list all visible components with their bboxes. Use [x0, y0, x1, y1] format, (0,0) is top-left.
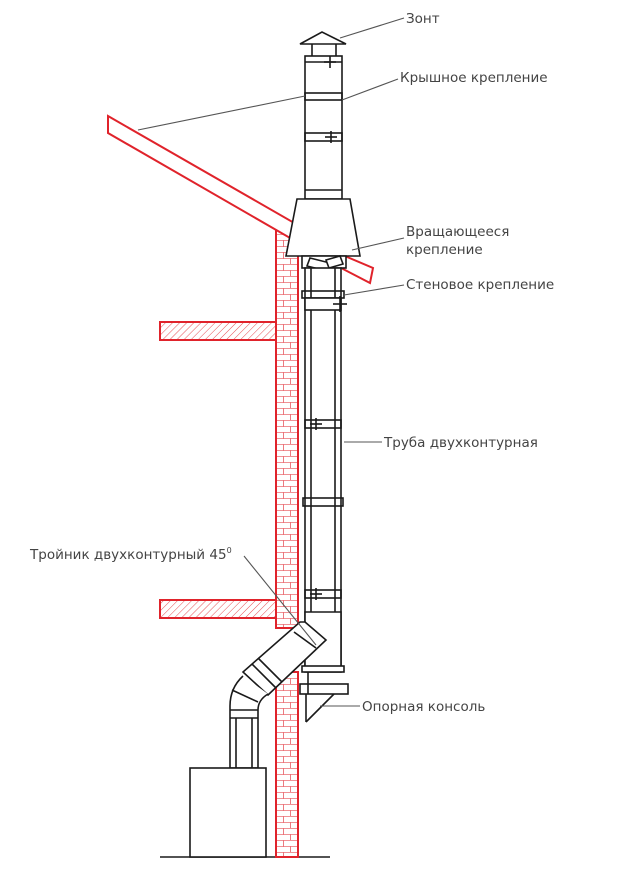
roof-flashing-cone [285, 198, 361, 257]
label-cap: Зонт [406, 11, 440, 27]
label-tee-superscript: 0 [227, 546, 232, 555]
stove [189, 767, 267, 858]
elbow-and-down-pipe [229, 675, 269, 769]
label-tee: Тройник двухконтурный 450 [29, 546, 232, 563]
chimney-cap [299, 31, 347, 56]
roof-slope [107, 114, 305, 244]
wall-mount-clamp [301, 290, 347, 312]
top-pipe [304, 55, 343, 200]
floor-slab-upper [159, 321, 277, 341]
brick-wall [275, 229, 299, 858]
label-support-console: Опорная консоль [362, 699, 485, 715]
floor-slab-lower [159, 599, 277, 619]
support-console [299, 665, 349, 723]
label-double-pipe: Труба двухконтурная [383, 435, 538, 451]
label-roof-mount: Крышное крепление [400, 70, 548, 86]
tee-45 [241, 611, 342, 697]
label-swivel-mount-line2: крепление [406, 242, 483, 258]
label-tee-text: Тройник двухконтурный 45 [29, 547, 227, 563]
label-swivel-mount-line1: Вращающееся [406, 224, 509, 240]
label-wall-mount: Стеновое крепление [406, 277, 554, 293]
